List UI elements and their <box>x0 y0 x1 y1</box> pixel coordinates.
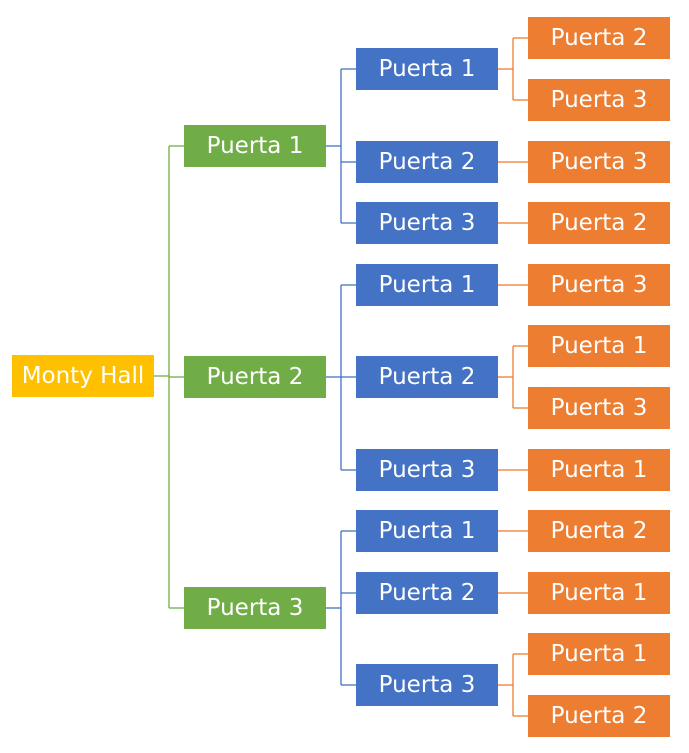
node-l3-2-2-2: Puerta 3 <box>528 387 670 429</box>
node-l3-2-1-1: Puerta 3 <box>528 264 670 306</box>
node-l1-3: Puerta 3 <box>184 587 326 629</box>
node-l3-3-1-1: Puerta 2 <box>528 510 670 552</box>
node-l2-2-3: Puerta 3 <box>356 449 498 491</box>
node-l3-3-3-2: Puerta 2 <box>528 695 670 737</box>
node-l2-1-3: Puerta 3 <box>356 202 498 244</box>
node-l1-1: Puerta 1 <box>184 125 326 167</box>
root-node: Monty Hall <box>12 355 154 397</box>
node-l2-2-2: Puerta 2 <box>356 356 498 398</box>
node-l3-1-3-1: Puerta 2 <box>528 202 670 244</box>
node-l2-2-1: Puerta 1 <box>356 264 498 306</box>
node-l3-3-3-1: Puerta 1 <box>528 633 670 675</box>
node-l2-3-1: Puerta 1 <box>356 510 498 552</box>
node-l1-2: Puerta 2 <box>184 356 326 398</box>
node-l3-1-2-1: Puerta 3 <box>528 141 670 183</box>
node-l3-3-2-1: Puerta 1 <box>528 572 670 614</box>
node-l2-1-1: Puerta 1 <box>356 48 498 90</box>
node-l2-3-2: Puerta 2 <box>356 572 498 614</box>
node-l2-3-3: Puerta 3 <box>356 664 498 706</box>
node-l2-1-2: Puerta 2 <box>356 141 498 183</box>
node-l3-2-3-1: Puerta 1 <box>528 449 670 491</box>
node-l3-1-1-2: Puerta 3 <box>528 79 670 121</box>
node-l3-1-1-1: Puerta 2 <box>528 17 670 59</box>
node-l3-2-2-1: Puerta 1 <box>528 325 670 367</box>
